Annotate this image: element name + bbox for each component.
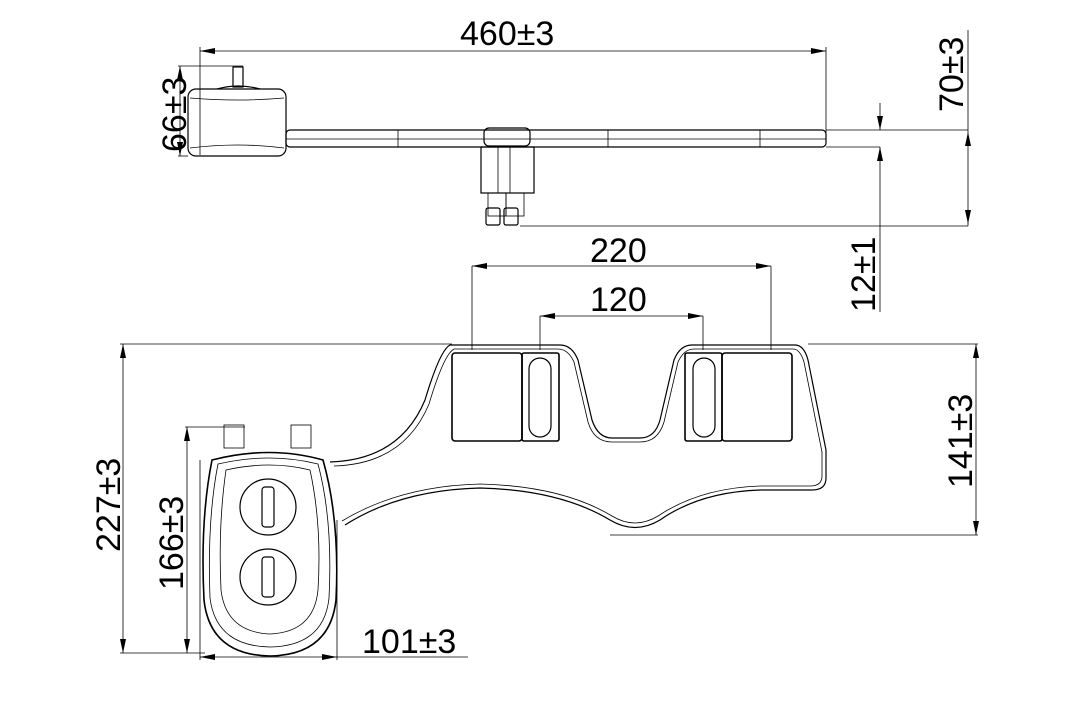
dim-control-depth: 166±3 — [153, 495, 191, 590]
dim-nozzle-offset: 12±1 — [845, 236, 883, 312]
side-view — [177, 30, 971, 312]
dim-overall-depth: 227±3 — [90, 457, 128, 552]
dim-overall-length: 460±3 — [460, 15, 555, 53]
dim-body-depth: 141±3 — [942, 393, 980, 488]
top-view — [120, 263, 979, 660]
dim-bracket-outer-spacing: 220 — [590, 232, 647, 270]
dim-total-height: 70±3 — [933, 36, 971, 112]
dim-control-width: 101±3 — [362, 623, 457, 661]
dim-control-height: 66±3 — [156, 76, 194, 152]
dim-bracket-inner-spacing: 120 — [590, 281, 647, 319]
